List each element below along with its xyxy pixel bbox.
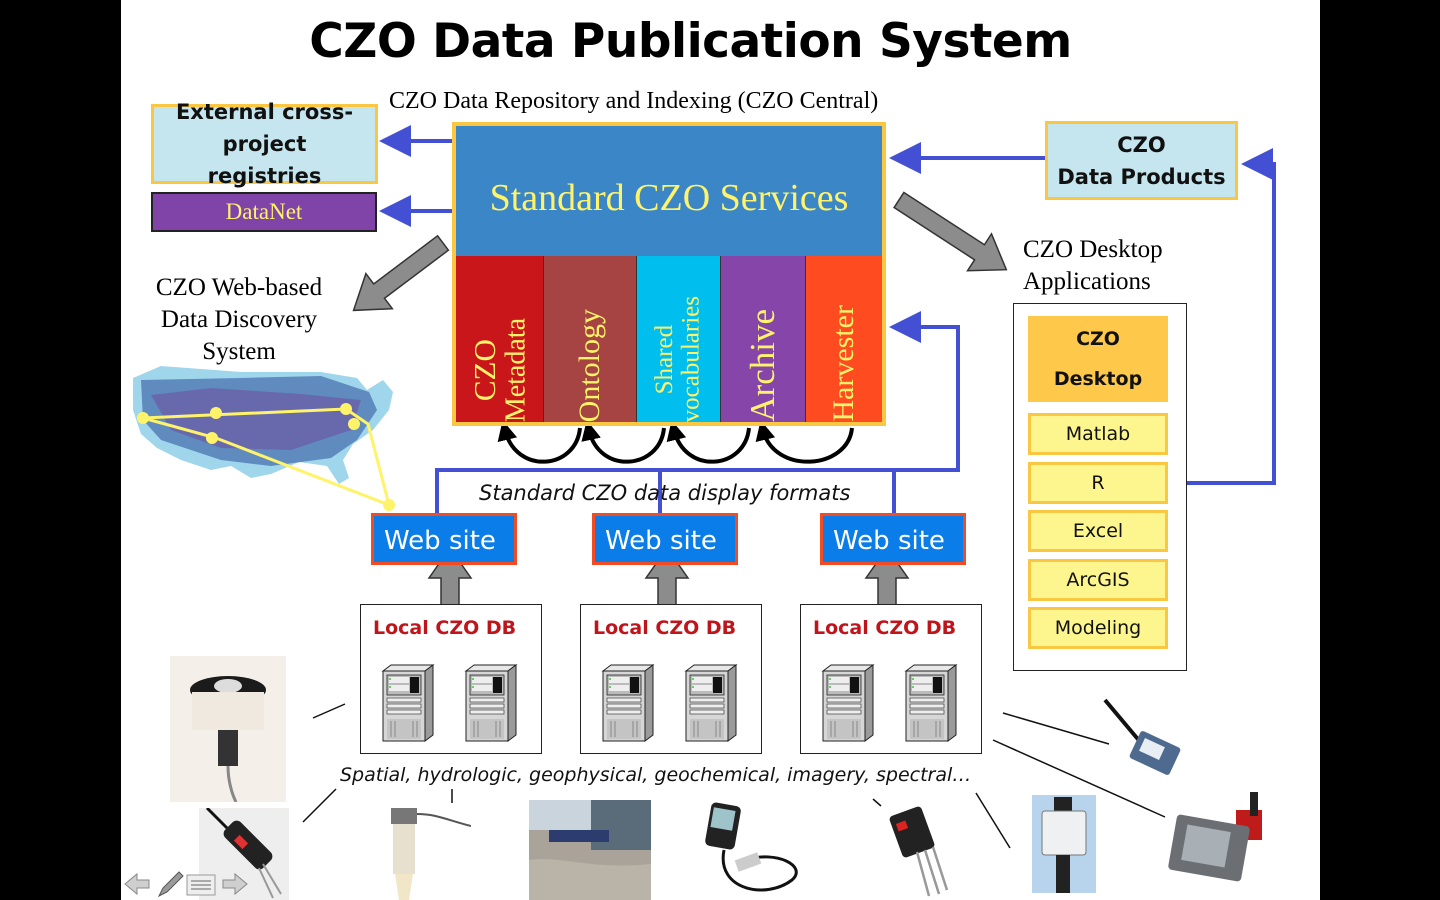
arrow-desktop-to-products xyxy=(1187,148,1276,485)
curved-arrow-3 xyxy=(666,420,751,464)
central-caption: CZO Data Repository and Indexing (CZO Ce… xyxy=(389,88,879,114)
field-equipment-photo xyxy=(529,800,651,900)
display-formats-caption: Standard CZO data display formats xyxy=(479,481,851,505)
service-col-harvester: Harvester xyxy=(806,256,882,422)
arrow-left-icon[interactable] xyxy=(124,872,150,896)
data-products-box: CZO Data Products xyxy=(1045,121,1238,200)
desktop-header-line2: Desktop xyxy=(1053,368,1143,390)
sensor-connector-lines xyxy=(302,703,1166,849)
local-db-box-1: Local CZO DB xyxy=(360,604,542,754)
service-archive-label: Archive xyxy=(742,309,782,422)
service-col-archive: Archive xyxy=(721,256,806,422)
menu-icon[interactable] xyxy=(186,874,216,896)
standard-services-box: Standard CZO Services CZO Metadata Ontol… xyxy=(452,122,886,426)
us-map-image xyxy=(133,366,395,511)
desktop-app-r: R xyxy=(1028,462,1168,504)
service-vocab-line1: Shared xyxy=(651,324,679,394)
pen-icon[interactable] xyxy=(157,871,184,898)
desktop-app-matlab: Matlab xyxy=(1028,413,1168,455)
slide-title: CZO Data Publication System xyxy=(309,14,1072,69)
service-col-ontology: Ontology xyxy=(544,256,637,422)
local-db-label: Local CZO DB xyxy=(593,617,737,639)
web-discovery-caption: CZO Web-based Data Discovery System xyxy=(139,272,339,368)
web-discovery-line2: Data Discovery xyxy=(160,306,318,333)
datanet-label: DataNet xyxy=(225,199,303,224)
local-db-label: Local CZO DB xyxy=(373,617,517,639)
server-icon xyxy=(905,664,957,742)
web-discovery-line1: CZO Web-based xyxy=(155,274,323,301)
server-icon xyxy=(685,664,737,742)
curved-arrow-4 xyxy=(755,420,854,464)
service-col-metadata: CZO Metadata xyxy=(456,256,544,422)
server-icon xyxy=(465,664,517,742)
local-db-box-3: Local CZO DB xyxy=(800,604,982,754)
handheld-logger-photo xyxy=(705,802,798,892)
curved-arrow-1 xyxy=(497,420,582,464)
service-vocab-line2: vocabularies xyxy=(677,295,705,422)
desktop-header-line1: CZO xyxy=(1076,328,1120,350)
service-ontology-label: Ontology xyxy=(573,308,607,422)
service-harvester-label: Harvester xyxy=(827,305,861,422)
gray-arrow-to-web-discovery xyxy=(352,234,450,312)
lysimeter-photo xyxy=(391,808,471,900)
server-icon xyxy=(602,664,654,742)
gray-arrow-to-desktop xyxy=(893,191,1008,272)
service-metadata-line2: Metadata xyxy=(500,317,532,422)
soil-sensor-photo xyxy=(889,806,949,897)
desktop-app-excel: Excel xyxy=(1028,510,1168,552)
external-registries-label: External cross-project registries xyxy=(175,100,354,188)
server-icon xyxy=(822,664,874,742)
rain-gauge-photo xyxy=(170,656,286,802)
services-label: Standard CZO Services xyxy=(489,177,849,219)
website-box-2: Web site xyxy=(592,513,738,565)
data-types-caption: Spatial, hydrologic, geophysical, geoche… xyxy=(340,764,972,786)
wireless-logger-photo xyxy=(1103,698,1181,775)
czo-desktop-header: CZO Desktop xyxy=(1028,316,1168,402)
desktop-app-modeling: Modeling xyxy=(1028,607,1168,649)
services-columns: CZO Metadata Ontology Shared vocabularie… xyxy=(456,256,882,422)
desktop-app-arcgis: ArcGIS xyxy=(1028,559,1168,601)
seismograph-photo xyxy=(1168,792,1262,882)
viewer-nav-bar xyxy=(123,870,253,898)
service-metadata-line1: CZO xyxy=(466,338,502,401)
desktop-apps-caption: CZO Desktop Applications xyxy=(1023,234,1163,298)
external-registries-box: External cross-project registries xyxy=(151,100,378,188)
web-discovery-line3: System xyxy=(202,338,276,365)
local-db-label: Local CZO DB xyxy=(813,617,957,639)
data-products-line1: CZO xyxy=(1117,132,1166,157)
desktop-caption-line2: Applications xyxy=(1023,268,1151,295)
curved-arrow-2 xyxy=(581,420,666,464)
desktop-caption-line1: CZO Desktop xyxy=(1023,236,1163,263)
bus-websites-to-harvester xyxy=(435,311,960,514)
datanet-box: DataNet xyxy=(151,192,377,232)
service-col-vocabularies: Shared vocabularies xyxy=(637,256,721,422)
server-icon xyxy=(382,664,434,742)
website-box-3: Web site xyxy=(820,513,966,565)
data-products-line2: Data Products xyxy=(1057,164,1226,189)
slide: CZO Data Publication System CZO Data Rep… xyxy=(121,0,1320,900)
arrow-right-icon[interactable] xyxy=(222,872,248,896)
junction-box-sensor-photo xyxy=(1032,795,1096,893)
local-db-box-2: Local CZO DB xyxy=(580,604,762,754)
website-box-1: Web site xyxy=(371,513,517,565)
